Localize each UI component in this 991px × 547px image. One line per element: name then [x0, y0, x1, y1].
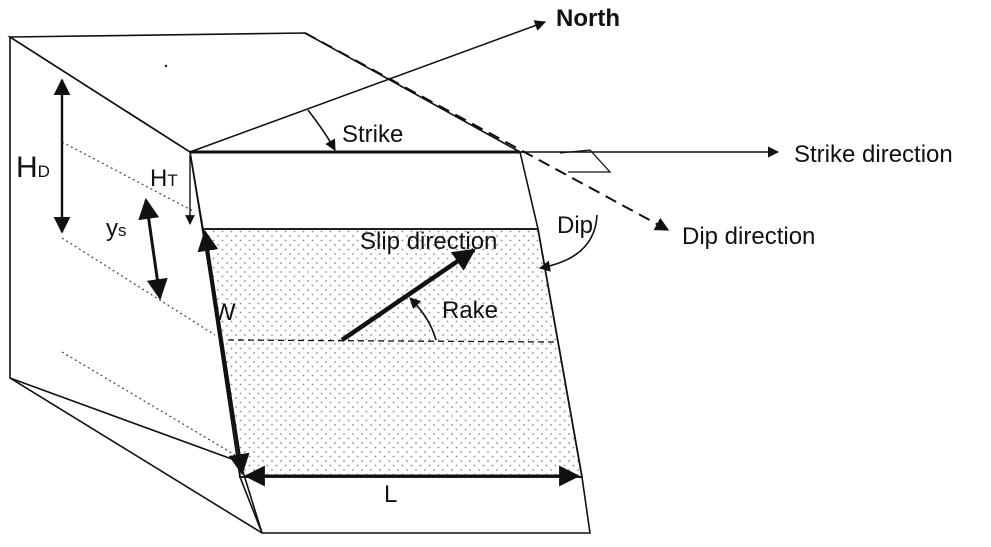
w-label: W — [213, 299, 236, 326]
dip-label: Dip — [557, 212, 593, 239]
ht-label-subscript: T — [167, 171, 177, 190]
ht-label: HT — [150, 165, 178, 192]
dip-direction-arrow — [304, 32, 670, 231]
horizontal-plane-marker — [559, 149, 612, 173]
fault-plane-stippled — [201, 228, 584, 478]
ys-label-subscript: s — [118, 221, 127, 240]
w-dimension-arrow — [197, 229, 250, 476]
hanging-wall-top-band — [189, 151, 540, 230]
dotted-line-top-depth — [61, 141, 196, 213]
hd-label-main: H — [16, 151, 38, 184]
ht-label-main: H — [150, 165, 167, 192]
dotted-line-bottom-depth — [61, 351, 236, 456]
north-label: North — [556, 5, 620, 32]
ys-dimension-arrow — [138, 197, 168, 301]
slip-direction-label: Slip direction — [360, 228, 497, 255]
ys-label-main: y — [106, 215, 118, 242]
ys-label: ys — [106, 215, 127, 242]
block-top-face — [7, 32, 524, 153]
block-base-edge — [9, 377, 263, 534]
l-label: L — [384, 481, 397, 508]
rake-angle-arc — [409, 297, 437, 341]
strike-angle-arc — [307, 109, 336, 151]
strike-direction-label: Strike direction — [794, 141, 953, 168]
dip-direction-label: Dip direction — [682, 223, 815, 250]
dip-angle-arc — [538, 214, 598, 272]
top-face-dot — [164, 64, 168, 68]
rake-reference-line — [227, 339, 559, 343]
dotted-line-mid-depth — [61, 237, 216, 336]
slip-vector-arrow — [340, 248, 476, 342]
strike-label: Strike — [342, 121, 403, 148]
north-arrow — [189, 20, 547, 153]
block-bottom-band — [238, 476, 591, 534]
hd-label: HD — [16, 151, 50, 184]
rake-label: Rake — [442, 297, 498, 324]
hd-label-subscript: D — [38, 162, 50, 181]
